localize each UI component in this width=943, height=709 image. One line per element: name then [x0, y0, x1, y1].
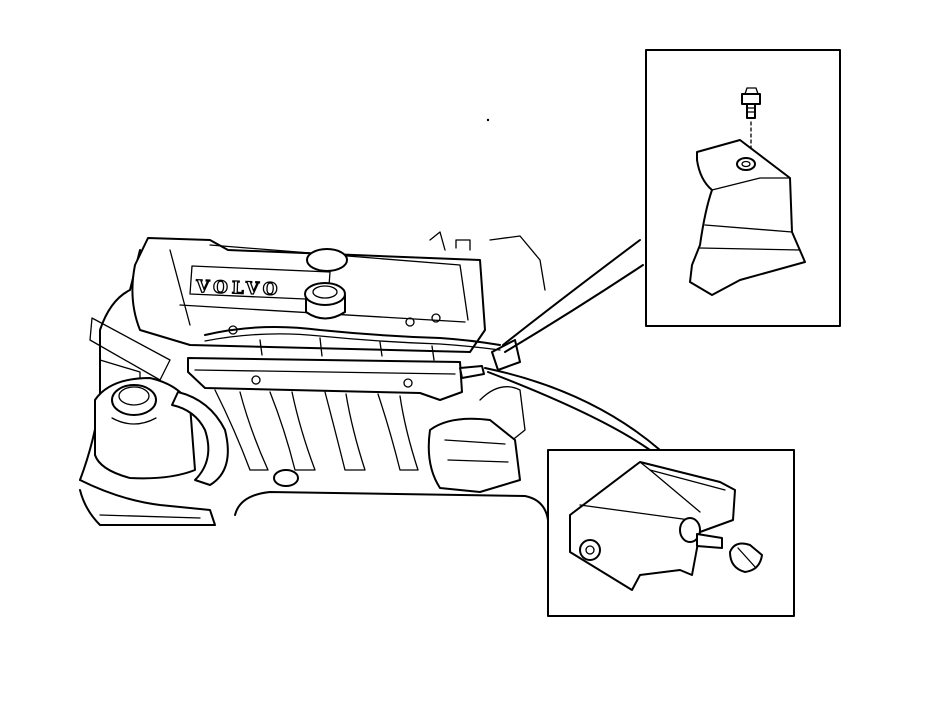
rail-port	[679, 517, 701, 543]
rail-bolt	[579, 539, 601, 561]
callout-leaders	[484, 239, 661, 451]
reservoir-cap	[111, 384, 157, 416]
volvo-logo: VOLVO	[189, 265, 331, 301]
bolt-hole	[736, 157, 756, 171]
intake-runners	[214, 389, 419, 487]
rail-nipple	[696, 533, 723, 549]
bolt-icon	[741, 87, 761, 151]
fuel-rail-end	[569, 461, 736, 591]
right-bracket-arm	[491, 339, 521, 371]
sensor-nub	[455, 239, 471, 251]
valve-cover: VOLVO	[131, 237, 486, 353]
front-panel	[234, 491, 549, 521]
detail-box-fuel-rail	[547, 449, 795, 617]
wiring-harness	[204, 325, 501, 346]
svg-text:VOLVO: VOLVO	[195, 277, 282, 300]
right-lower-component	[427, 417, 521, 493]
dipstick-ring	[273, 469, 299, 487]
cover-bracket	[689, 139, 806, 296]
leader-to-top-detail	[502, 239, 641, 346]
lower-left-edge	[79, 479, 216, 526]
detail-box-bracket	[645, 49, 841, 327]
coolant-hose	[171, 391, 229, 486]
leader-to-bottom-detail	[484, 367, 661, 451]
right-inner-fender	[429, 231, 546, 291]
coolant-reservoir	[94, 377, 196, 480]
fuel-rail-end-fitting	[459, 365, 485, 379]
fuel-rail-cover	[187, 357, 485, 401]
upper-filler-cap	[306, 248, 348, 272]
engine-bay: VOLVO	[79, 231, 549, 526]
protective-cap	[729, 542, 763, 573]
